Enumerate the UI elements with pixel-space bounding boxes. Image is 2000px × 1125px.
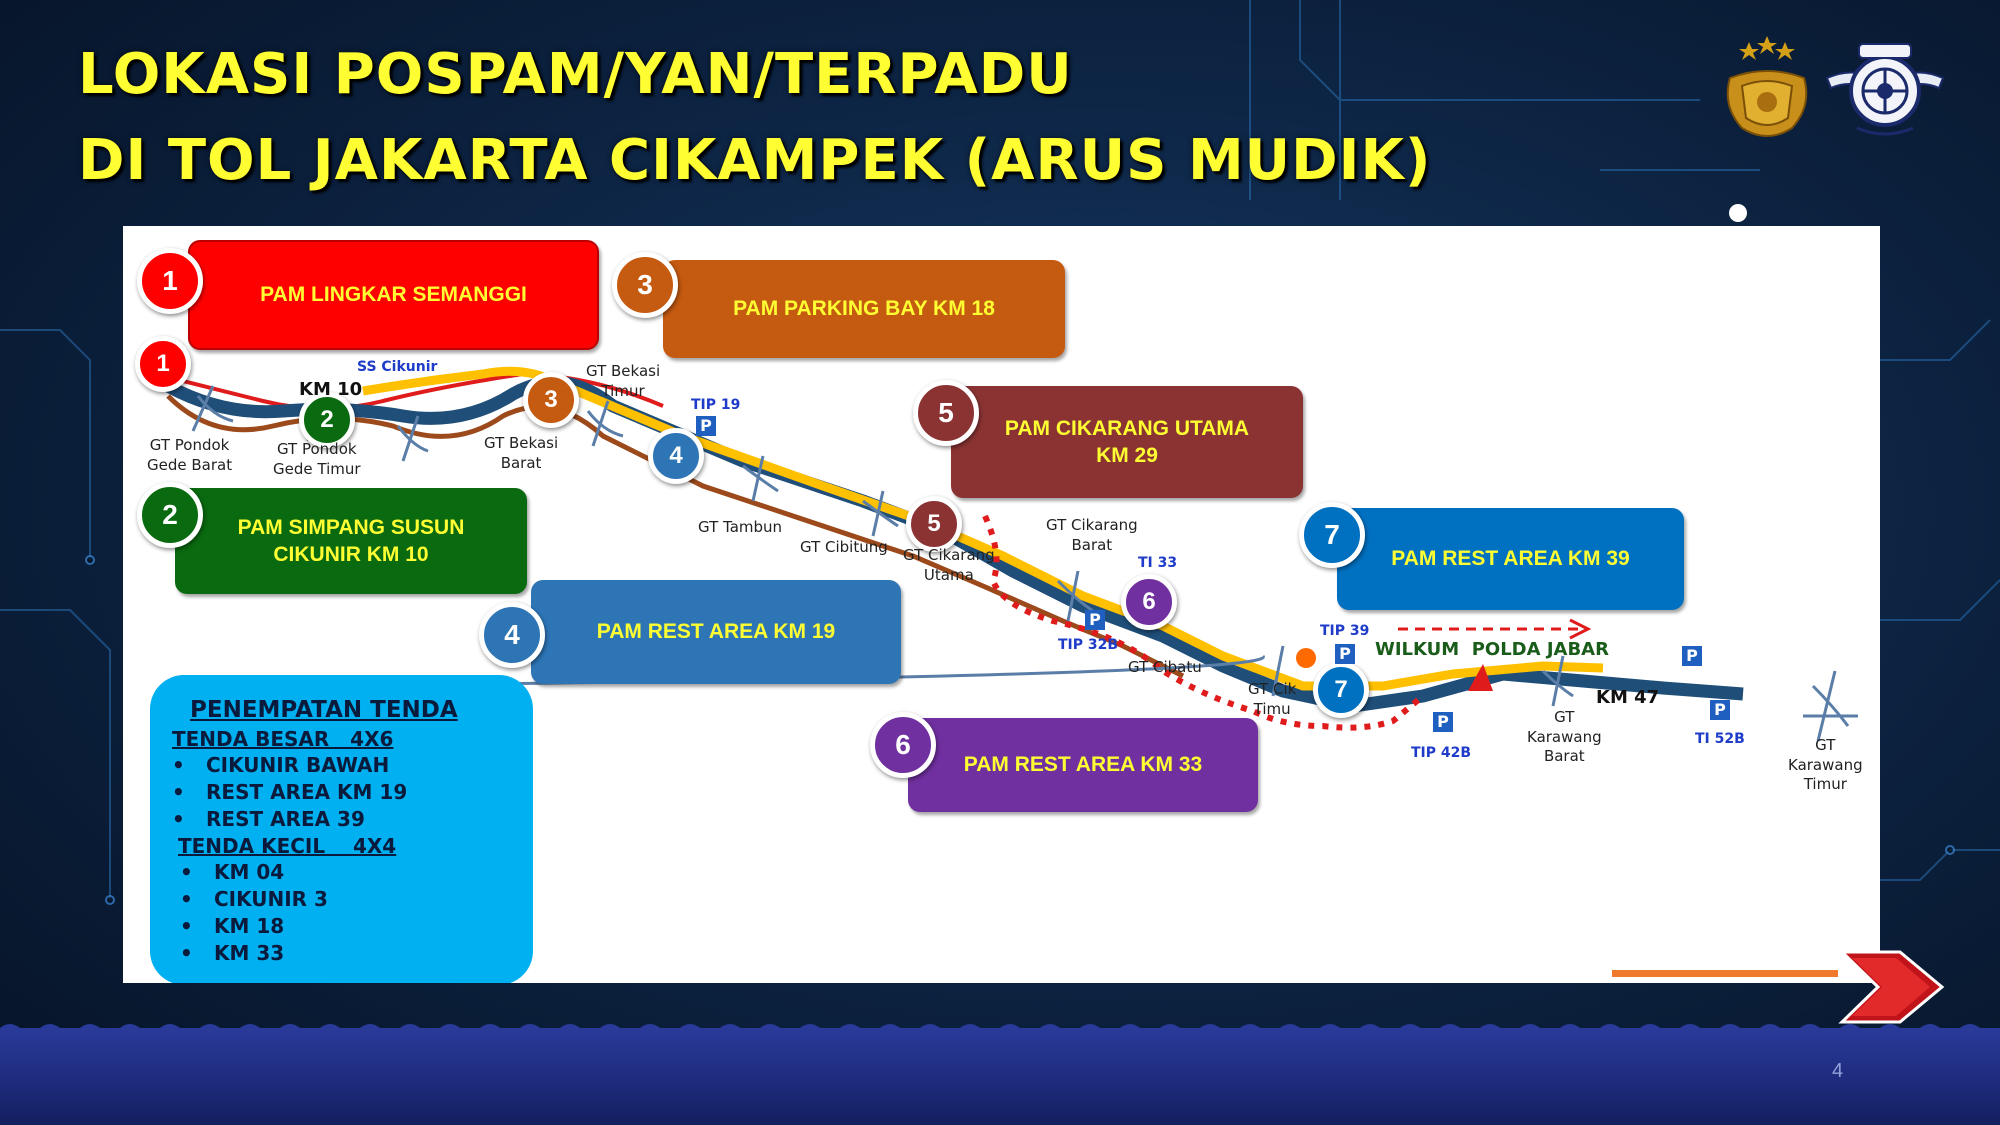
pam-box-4: PAM REST AREA KM 19 bbox=[531, 580, 901, 684]
route-marker-7: 7 bbox=[1313, 662, 1369, 718]
korlantas-emblem-icon bbox=[1825, 43, 1945, 136]
label-gt-bekasi-barat: GT Bekasi Barat bbox=[484, 434, 559, 472]
route-marker-1: 1 bbox=[135, 336, 191, 392]
pam-box-7: PAM REST AREA KM 39 bbox=[1337, 508, 1684, 610]
pam-box-5: PAM CIKARANG UTAMA KM 29 bbox=[951, 386, 1303, 498]
bottom-band bbox=[0, 1028, 2000, 1125]
tenda-kecil-label: TENDA KECIL 4X4 bbox=[178, 834, 397, 858]
list-item: CIKUNIR 3 bbox=[180, 887, 533, 911]
label-km47: KM 47 bbox=[1596, 687, 1660, 708]
list-item: REST AREA KM 19 bbox=[172, 780, 533, 804]
pam-box-2: PAM SIMPANG SUSUN CIKUNIR KM 10 bbox=[175, 488, 527, 594]
list-item: KM 04 bbox=[180, 860, 533, 884]
pam-box-1: PAM LINGKAR SEMANGGI bbox=[188, 240, 599, 350]
list-item: KM 33 bbox=[180, 941, 533, 965]
pam-box-3: PAM PARKING BAY KM 18 bbox=[663, 260, 1065, 358]
label-gt-pondok-gede-timur: GT Pondok Gede Timur bbox=[273, 440, 361, 478]
label-tip19: TIP 19 bbox=[691, 397, 741, 413]
label-gt-cikarang-utama: GT Cikarang Utama bbox=[903, 546, 995, 584]
pam-badge-1: 1 bbox=[137, 248, 203, 314]
pam-badge-4: 4 bbox=[479, 602, 545, 668]
label-ss-cikunir: SS Cikunir bbox=[357, 359, 438, 375]
tenda-besar-label: TENDA BESAR 4X6 bbox=[172, 727, 394, 751]
label-ti33: TI 33 bbox=[1138, 555, 1178, 571]
pam-badge-7: 7 bbox=[1299, 502, 1365, 568]
route-marker-6: 6 bbox=[1121, 574, 1177, 630]
label-tip32b: TIP 32B bbox=[1058, 637, 1119, 653]
parking-sign-icon: P bbox=[696, 416, 716, 436]
page-title-line1: LOKASI POSPAM/YAN/TERPADU bbox=[78, 42, 1073, 107]
pam-badge-3: 3 bbox=[612, 252, 678, 318]
list-item: CIKUNIR BAWAH bbox=[172, 753, 533, 777]
tenda-besar-list: CIKUNIR BAWAH REST AREA KM 19 REST AREA … bbox=[172, 753, 533, 831]
label-tip39: TIP 39 bbox=[1320, 623, 1370, 639]
route-marker-3: 3 bbox=[523, 372, 579, 428]
route-marker-4: 4 bbox=[648, 428, 704, 484]
parking-sign-icon: P bbox=[1335, 644, 1355, 664]
list-item: REST AREA 39 bbox=[172, 807, 533, 831]
map-panel: PAM LINGKAR SEMANGGI 1 PAM SIMPANG SUSUN… bbox=[123, 226, 1880, 983]
label-gt-karawang-timur: GT Karawang Timur bbox=[1788, 736, 1863, 793]
next-arrow-icon[interactable] bbox=[1838, 948, 1946, 1026]
polri-emblem-icon bbox=[1726, 36, 1808, 137]
pam-badge-5: 5 bbox=[913, 380, 979, 446]
label-tip42b: TIP 42B bbox=[1411, 745, 1472, 761]
pam-badge-6: 6 bbox=[870, 712, 936, 778]
list-item: KM 18 bbox=[180, 914, 533, 938]
label-gt-cikarang-barat: GT Cikarang Barat bbox=[1046, 516, 1138, 554]
label-wilkum-polda-jabar: WILKUM POLDA JABAR bbox=[1375, 639, 1609, 660]
parking-sign-icon: P bbox=[1682, 646, 1702, 666]
tenda-title: PENEMPATAN TENDA bbox=[190, 697, 458, 723]
label-km10: KM 10 bbox=[299, 379, 363, 400]
parking-sign-icon: P bbox=[1433, 712, 1453, 732]
parking-sign-icon: P bbox=[1085, 610, 1105, 630]
label-gt-cibatu: GT Cibatu bbox=[1128, 658, 1202, 676]
route-marker-5: 5 bbox=[906, 496, 962, 552]
label-gt-karawang-barat: GT Karawang Barat bbox=[1527, 708, 1602, 765]
label-gt-cibitung: GT Cibitung bbox=[800, 538, 888, 556]
decorative-dot bbox=[1729, 204, 1747, 222]
tenda-kecil-list: KM 04 CIKUNIR 3 KM 18 KM 33 bbox=[180, 860, 533, 965]
tenda-placement-box: PENEMPATAN TENDA TENDA BESAR 4X6 CIKUNIR… bbox=[150, 675, 533, 983]
page-number: 4 bbox=[1832, 1060, 1844, 1082]
decorative-orange-bar bbox=[1612, 970, 1838, 977]
label-gt-tambun: GT Tambun bbox=[698, 518, 783, 536]
label-gt-pondok-gede-barat: GT Pondok Gede Barat bbox=[147, 436, 233, 474]
page-title-line2: DI TOL JAKARTA CIKAMPEK (ARUS MUDIK) bbox=[78, 128, 1432, 193]
label-ti52b: TI 52B bbox=[1695, 731, 1745, 747]
label-gt-bekasi-timur: GT Bekasi Timur bbox=[586, 362, 661, 400]
pam-badge-2: 2 bbox=[137, 482, 203, 548]
label-gt-cikarang-timur: GT Cik Timu bbox=[1248, 680, 1297, 718]
pam-box-6: PAM REST AREA KM 33 bbox=[908, 718, 1258, 812]
route-marker-2: 2 bbox=[299, 392, 355, 448]
parking-sign-icon: P bbox=[1710, 700, 1730, 720]
